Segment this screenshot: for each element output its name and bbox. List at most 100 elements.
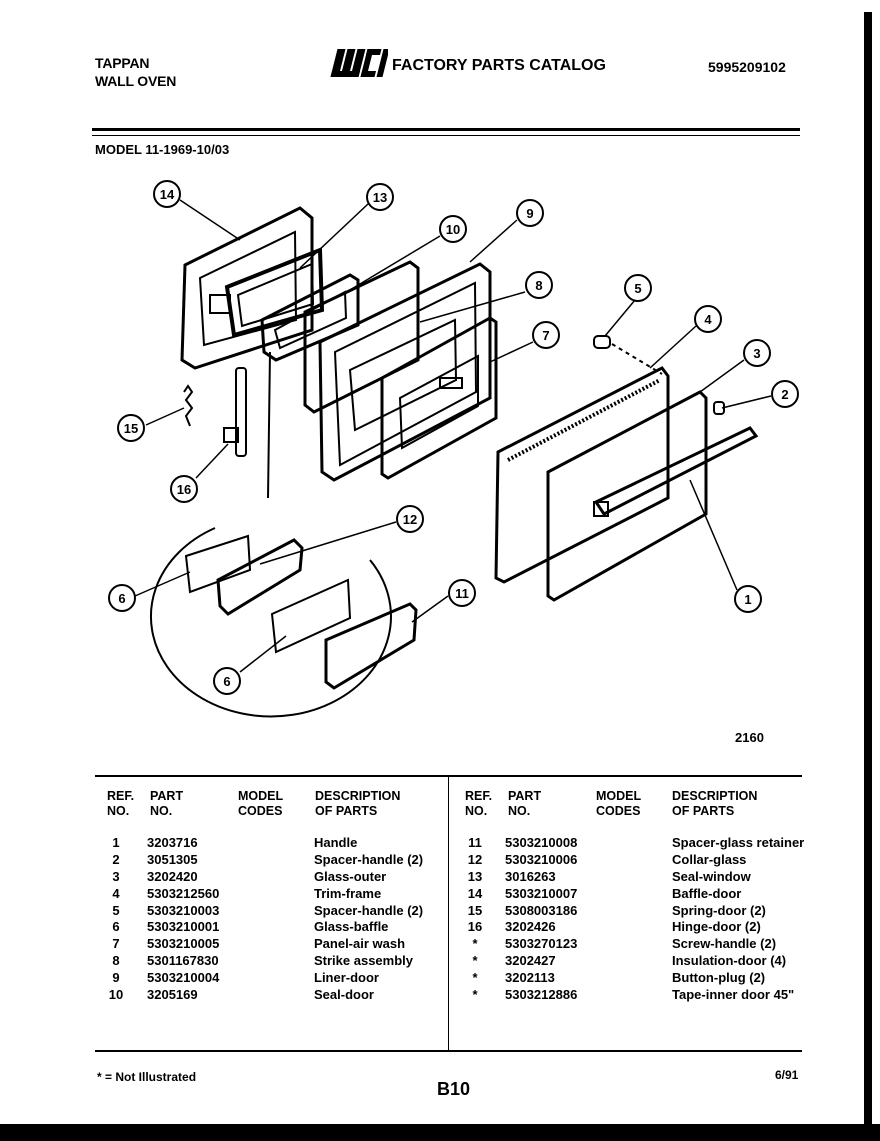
svg-text:10: 10 (446, 222, 460, 237)
svg-text:3: 3 (753, 346, 760, 361)
callout-16: 16 (170, 475, 198, 503)
table-cell-part: 3016263 (505, 868, 556, 884)
table-cell-part: 3202427 (505, 953, 556, 969)
callout-11: 11 (448, 579, 476, 607)
part-spacer-handle (593, 335, 611, 349)
table-bottom-rule (95, 1050, 802, 1052)
table-cell-ref: 7 (112, 936, 120, 952)
table-cell-desc: Spring-door (2) (672, 902, 766, 918)
callout-14: 14 (153, 180, 181, 208)
callout-5: 5 (624, 274, 652, 302)
exploded-parts-diagram: 14 13 10 9 8 7 5 4 3 2 1 15 16 12 11 6 6 (108, 180, 799, 718)
callout-13: 13 (366, 183, 394, 211)
table-cell-ref: 9 (112, 970, 120, 986)
svg-text:8: 8 (535, 278, 542, 293)
right-ref-column: 11 12 13 14 15 16 * * * * (460, 835, 490, 1004)
callout-6-upper: 6 (108, 584, 136, 612)
header-desc-left: DESCRIPTION OF PARTS (315, 789, 401, 818)
left-ref-column: 1 2 3 4 5 6 7 8 9 10 (102, 835, 130, 1004)
table-cell-ref: 11 (468, 835, 482, 850)
table-cell-part: 5301167830 (147, 953, 219, 969)
header-ref-left: REF. NO. (107, 789, 135, 818)
table-cell-part: 3202113 (505, 970, 555, 986)
table-cell-desc: Spacer-glass retainer (672, 835, 805, 850)
page-border-bottom (0, 1124, 880, 1141)
table-cell-ref: 3 (112, 868, 120, 884)
table-cell-desc: Tape-inner door 45" (672, 987, 795, 1003)
brand-line-1: TAPPAN (95, 55, 150, 71)
callout-10: 10 (439, 215, 467, 243)
svg-text:15: 15 (124, 421, 138, 436)
table-cell-part: 5303212886 (505, 987, 578, 1003)
part-trim-frame (494, 366, 670, 584)
table-cell-desc: Hinge-door (2) (672, 919, 761, 935)
leader-lines (134, 199, 772, 673)
left-part-column: 3203716 3051305 3202420 5303212560 53032… (147, 835, 219, 1004)
callout-7: 7 (532, 321, 560, 349)
revision-date: 6/91 (775, 1068, 799, 1082)
table-cell-part: 3202426 (505, 919, 556, 935)
svg-text:6: 6 (223, 674, 230, 689)
table-cell-part: 5303210003 (147, 902, 220, 918)
left-desc-column: Handle Spacer-handle (2) Glass-outer Tri… (314, 835, 423, 1004)
callout-3: 3 (743, 339, 771, 367)
table-cell-part: 5303210008 (505, 835, 578, 850)
table-cell-ref: 2 (112, 851, 120, 867)
model-number: MODEL 11-1969-10/03 (95, 142, 230, 157)
part-glass-baffle-top (184, 534, 252, 594)
detail-circle (150, 351, 418, 718)
callout-9: 9 (516, 199, 544, 227)
table-cell-ref: 12 (467, 851, 483, 867)
callout-2: 2 (771, 380, 799, 408)
part-handle (593, 426, 759, 517)
table-cell-desc: Screw-handle (2) (672, 936, 777, 952)
table-cell-desc: Strike assembly (314, 953, 414, 969)
catalog-number: 5995209102 (708, 59, 786, 75)
part-glass-baffle-bottom (270, 578, 352, 654)
table-cell-desc: Glass-outer (314, 868, 387, 884)
table-cell-desc: Spacer-handle (2) (314, 902, 424, 918)
table-cell-ref: 8 (112, 953, 120, 969)
callout-8: 8 (525, 271, 553, 299)
svg-text:7: 7 (542, 328, 549, 343)
part-glass-outer (546, 390, 708, 602)
part-seal-window (224, 247, 325, 338)
table-cell-desc: Seal-door (314, 987, 374, 1003)
table-cell-part: 5303210005 (147, 936, 220, 952)
table-cell-part: 5303212560 (147, 885, 220, 901)
table-cell-ref: 6 (112, 919, 120, 935)
callout-1: 1 (734, 585, 762, 613)
wci-logo (330, 49, 388, 77)
right-desc-column: Spacer-glass retainer Collar-glass Seal-… (672, 835, 804, 1004)
table-cell-part: 3205169 (147, 987, 198, 1003)
table-cell-ref: 5 (112, 902, 120, 918)
table-cell-part: 5303210004 (147, 970, 220, 986)
table-cell-desc: Collar-glass (672, 851, 747, 867)
drawing-number: 2160 (735, 730, 764, 745)
part-spring-door (183, 384, 194, 427)
table-cell-desc: Glass-baffle (314, 919, 389, 935)
svg-text:12: 12 (403, 512, 417, 527)
table-cell-desc: Panel-air wash (314, 936, 406, 952)
catalog-title: FACTORY PARTS CATALOG (392, 57, 606, 74)
svg-text:13: 13 (373, 190, 387, 205)
part-spacer-glass-retainer (324, 602, 418, 690)
table-cell-part: 5308003186 (505, 902, 578, 918)
table-cell-part: 5303210001 (147, 919, 220, 935)
brand-block: TAPPAN WALL OVEN (95, 54, 176, 90)
table-cell-desc: Handle (314, 835, 358, 850)
callout-4: 4 (694, 305, 722, 333)
header-desc-right: DESCRIPTION OF PARTS (672, 789, 758, 818)
table-top-rule (95, 775, 802, 777)
table-cell-part: 5303270123 (505, 936, 578, 952)
svg-text:6: 6 (118, 591, 125, 606)
brand-line-2: WALL OVEN (95, 73, 177, 89)
table-cell-ref: 1 (112, 835, 120, 850)
svg-text:5: 5 (634, 281, 641, 296)
part-baffle-door (180, 206, 314, 370)
table-cell-ref: * (472, 987, 478, 1003)
table-cell-ref: * (472, 936, 478, 952)
callout-15: 15 (117, 414, 145, 442)
part-seal-door (303, 260, 420, 414)
page-number: B10 (437, 1079, 471, 1099)
